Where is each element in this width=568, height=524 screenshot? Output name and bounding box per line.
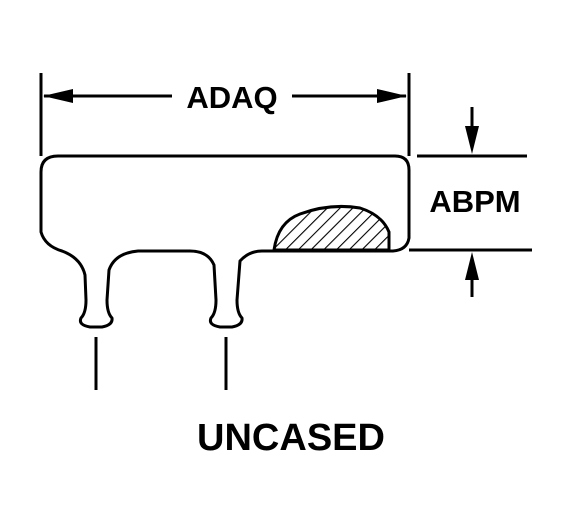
width-arrow-right (377, 89, 407, 103)
height-dimension-label: ABPM (429, 184, 520, 219)
width-arrow-left (43, 89, 73, 103)
height-arrow-top (465, 126, 479, 154)
hatched-section (272, 205, 391, 252)
height-arrow-bottom (465, 252, 479, 280)
component-body-outline (39, 154, 411, 329)
width-dimension-label: ADAQ (186, 80, 277, 115)
drawing-title: UNCASED (197, 417, 385, 459)
